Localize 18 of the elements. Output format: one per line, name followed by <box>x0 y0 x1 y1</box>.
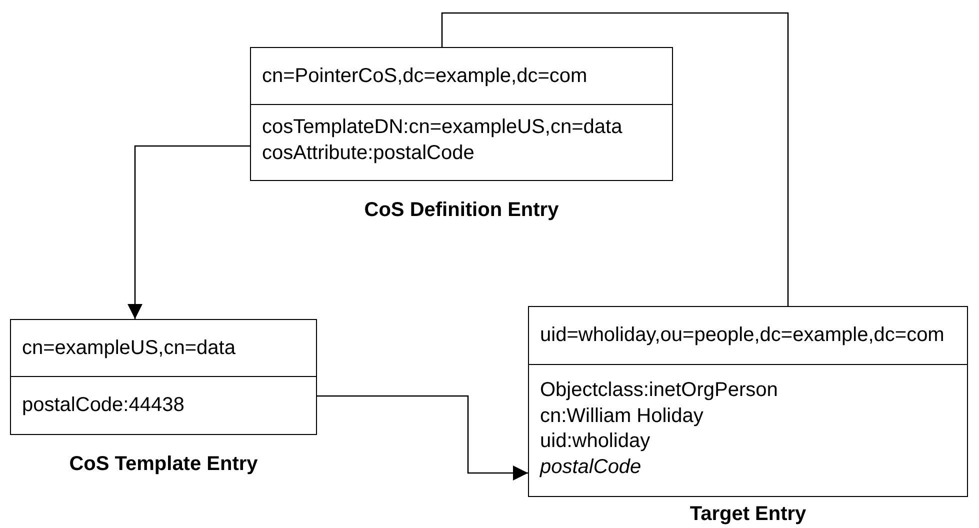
attribute-text: uid:wholiday <box>540 429 650 454</box>
attribute-text: cosTemplateDN:cn=exampleUS,cn=data <box>262 115 622 140</box>
connector-arrow <box>128 145 250 319</box>
attribute-text: cn:William Holiday <box>540 404 704 428</box>
attribute-text: cosAttribute:postalCode <box>262 140 474 166</box>
attribute-text: postalCode:44438 <box>22 393 184 418</box>
entry-caption: Target Entry <box>690 503 806 526</box>
entry-caption: CoS Template Entry <box>69 453 258 476</box>
attribute-text: postalCode <box>540 454 642 480</box>
entry-caption: CoS Definition Entry <box>364 199 559 222</box>
entry-dn-text: cn=PointerCoS,dc=example,dc=com <box>262 64 588 88</box>
entry-dn-text: uid=wholiday,ou=people,dc=example,dc=com <box>540 324 944 347</box>
entry-box <box>10 319 317 435</box>
entry-box <box>250 47 673 181</box>
attribute-text: Objectclass:inetOrgPerson <box>540 378 778 403</box>
connector-arrow <box>317 395 528 480</box>
entry-dn-text: cn=exampleUS,cn=data <box>22 336 236 360</box>
entry-box <box>528 306 968 497</box>
